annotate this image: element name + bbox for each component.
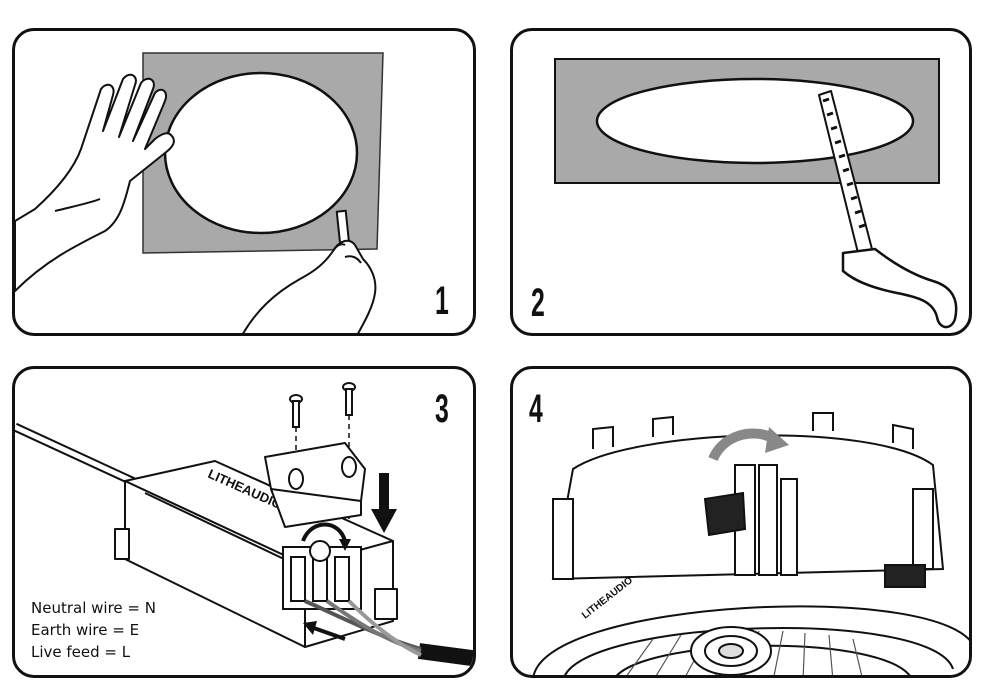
step-4-panel: LITHEAUDIO 4 <box>510 366 972 678</box>
saw-handle <box>841 247 958 329</box>
cut-hole-illustration <box>554 58 958 329</box>
cable-clamp <box>264 442 366 528</box>
wiring-illustration: LITHEAUDIO <box>15 382 473 667</box>
flange-brand-label: LITHEAUDIO <box>580 575 635 621</box>
marked-circle <box>595 77 915 165</box>
legend-neutral: Neutral wire = N <box>31 599 156 617</box>
mains-cable <box>417 643 473 667</box>
step-number-2: 2 <box>531 281 545 325</box>
legend-earth: Earth wire = E <box>31 621 140 639</box>
step-number-3: 3 <box>435 387 449 431</box>
terminal-block <box>282 540 362 610</box>
step-1-panel: 1 <box>12 28 476 336</box>
drywall-saw <box>818 90 958 329</box>
side-clip <box>884 564 926 588</box>
template-circle-cutout <box>163 71 359 235</box>
screw <box>289 394 303 428</box>
tweeter <box>690 626 772 675</box>
left-hand <box>15 73 175 292</box>
wire-legend: Neutral wire = N Earth wire = E Live fee… <box>31 597 156 663</box>
legend-live: Live feed = L <box>31 643 131 661</box>
step-number-4: 4 <box>529 387 543 431</box>
clamp-mechanism <box>703 464 798 576</box>
step-number-1: 1 <box>435 279 449 323</box>
insert-arrow <box>310 625 346 641</box>
screw <box>342 382 356 416</box>
right-hand-with-pencil <box>242 209 377 333</box>
trace-template-illustration <box>15 52 384 333</box>
speaker-install-illustration: LITHEAUDIO <box>533 412 969 675</box>
rotate-arrow <box>301 522 347 542</box>
step-3-panel: LITHEAUDIO <box>12 366 476 678</box>
down-arrow <box>371 473 397 533</box>
step-2-panel: 2 <box>510 28 972 336</box>
